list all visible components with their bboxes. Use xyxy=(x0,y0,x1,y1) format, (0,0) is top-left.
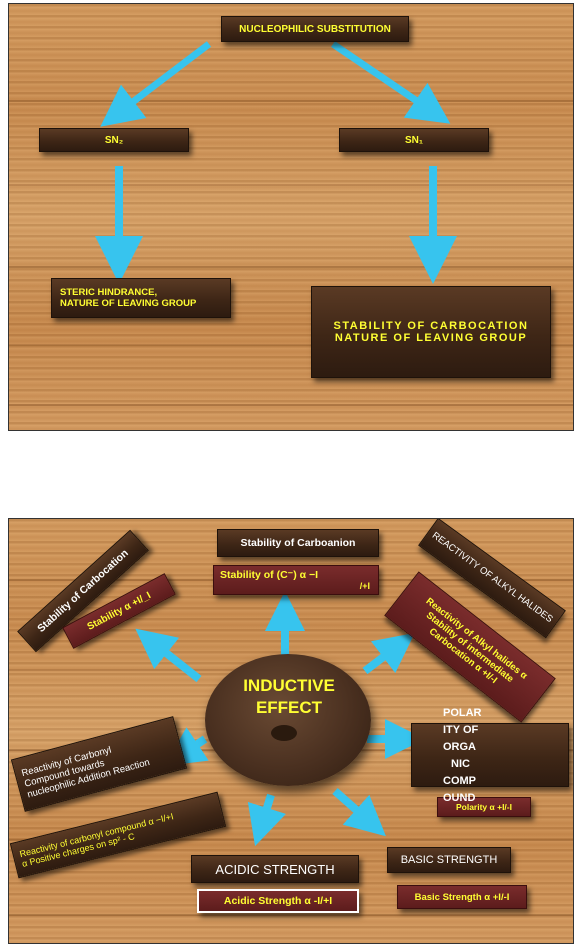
arrow-left xyxy=(164,727,209,767)
center-label-line1: INDUCTIVE xyxy=(243,676,335,695)
top-arrows xyxy=(95,41,457,284)
node-carboanion-relation: Stability of (C⁻) α −I /+I xyxy=(213,565,379,595)
node-stability-of-carbocation: STABILITY OF CARBOCATION NATURE OF LEAVI… xyxy=(311,286,551,378)
node-steric-hindrance: STERIC HINDRANCE, NATURE OF LEAVING GROU… xyxy=(51,278,231,318)
polarity-line: COMP xyxy=(443,775,476,787)
node-label: SN₁ xyxy=(404,134,424,146)
arrow-to-sn2 xyxy=(100,41,212,127)
polarity-line: POLAR xyxy=(443,707,482,719)
polarity-line: ORGA xyxy=(443,741,476,753)
node-nucleophilic-substitution: NUCLEOPHILIC SUBSTITUTION xyxy=(221,16,409,42)
arrow-upper-right xyxy=(362,632,415,675)
node-label: SN₂ xyxy=(104,134,124,146)
bottom-arrows xyxy=(135,591,425,847)
center-label-line2: EFFECT xyxy=(255,698,323,717)
node-acidic-relation: Acidic Strength α -I/+I xyxy=(197,889,359,913)
polarity-title: POLAR ITY OF ORGA NIC COMP OUND xyxy=(443,705,507,807)
node-label: BASIC STRENGTH xyxy=(400,854,498,866)
center-label: INDUCTIVE EFFECT xyxy=(219,675,359,719)
inductive-effect-disk xyxy=(205,654,371,786)
arrow-down-right xyxy=(332,788,386,837)
relation-label: Acidic Strength α -I/+I xyxy=(223,895,333,907)
relation-label: Polarity α +I/-I xyxy=(455,802,512,812)
node-label: ACIDIC STRENGTH xyxy=(215,861,335,877)
node-stability-of-carboanion: Stability of Carboanion xyxy=(217,529,379,557)
node-sn1: SN₁ xyxy=(339,128,489,152)
polarity-line: NIC xyxy=(451,758,470,770)
node-label-line2: NATURE OF LEAVING GROUP xyxy=(60,298,197,309)
polarity-line: OUND xyxy=(443,792,476,804)
relation-line2: /+I xyxy=(359,581,370,591)
node-label-line1: STERIC HINDRANCE, xyxy=(60,287,158,298)
polarity-line: ITY OF xyxy=(443,724,479,736)
node-label-line2: NATURE OF LEAVING GROUP xyxy=(334,332,528,344)
node-basic-relation: Basic Strength α +I/-I xyxy=(397,885,527,909)
node-label: NUCLEOPHILIC SUBSTITUTION xyxy=(239,23,391,35)
relation-label: Basic Strength α +I/-I xyxy=(414,891,510,903)
node-label-line1: STABILITY OF CARBOCATION xyxy=(333,320,529,332)
top-diagram-panel: NUCLEOPHILIC SUBSTITUTION SN₂ SN₁ STERIC… xyxy=(8,3,574,431)
arrow-to-sn1 xyxy=(331,41,451,124)
relation-line1: Stability of (C⁻) α −I xyxy=(220,569,319,581)
node-acidic-strength: ACIDIC STRENGTH xyxy=(191,855,359,883)
arrow-down-left xyxy=(247,793,287,847)
node-polarity-relation: Polarity α +I/-I xyxy=(437,797,531,817)
node-polarity-of-organic-compound xyxy=(411,723,569,787)
node-basic-strength: BASIC STRENGTH xyxy=(387,847,511,873)
disk-hole xyxy=(271,725,297,741)
node-sn2: SN₂ xyxy=(39,128,189,152)
bottom-diagram-panel: INDUCTIVE EFFECT Stability of Carboanion… xyxy=(8,518,574,944)
node-label: Stability of Carboanion xyxy=(240,537,356,549)
arrow-upper-left xyxy=(135,628,202,683)
